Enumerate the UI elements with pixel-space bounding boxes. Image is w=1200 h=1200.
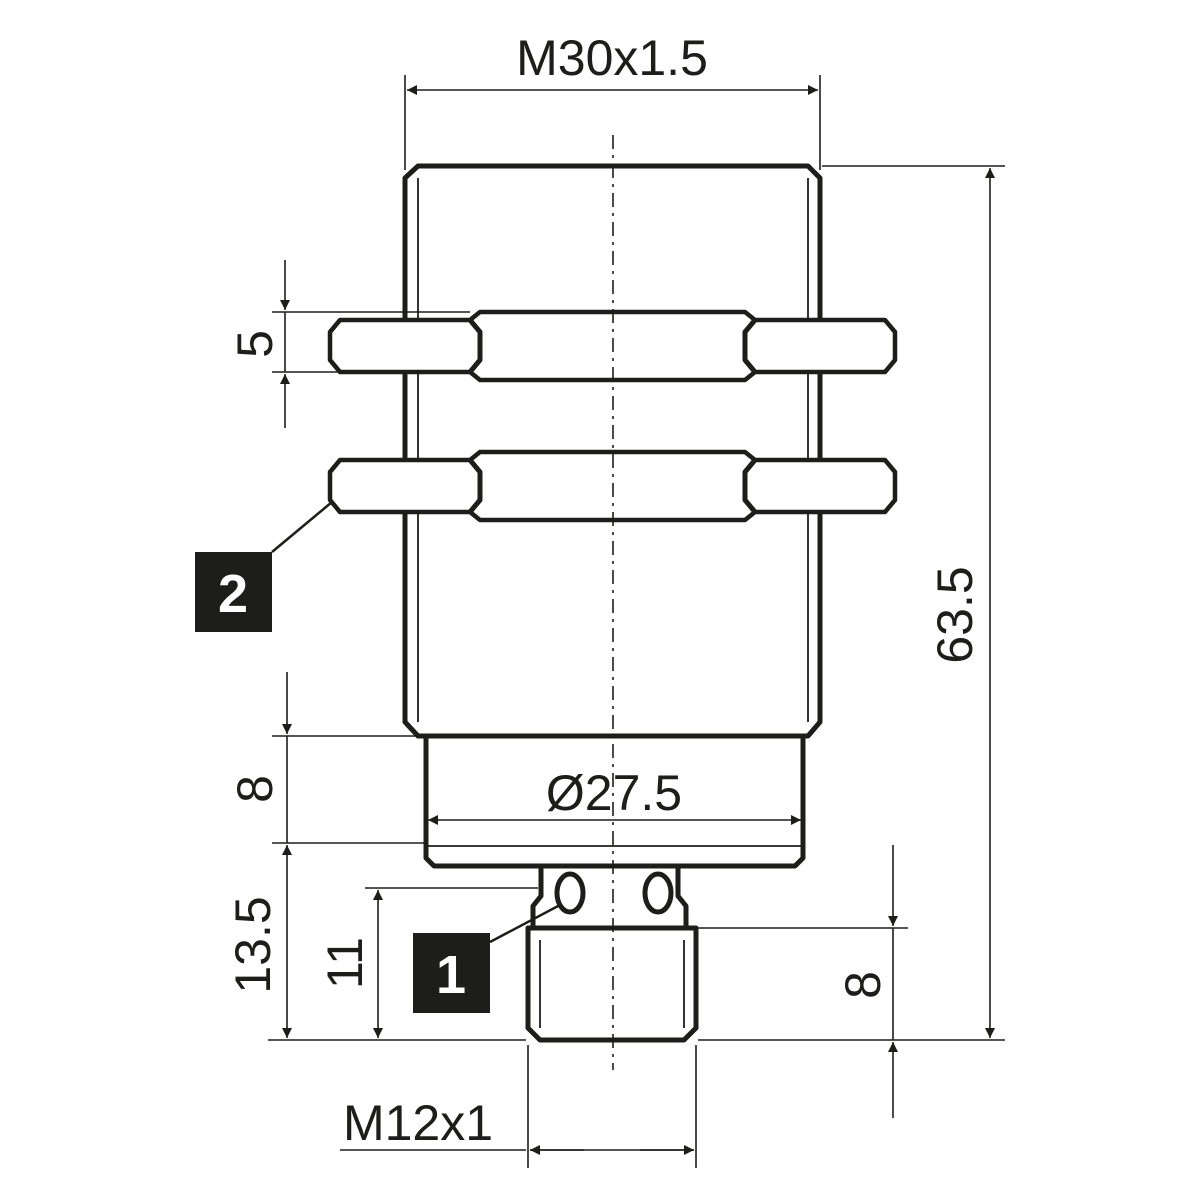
total-length-label: 63.5 xyxy=(927,566,983,663)
callout-nut: 2 xyxy=(195,501,333,632)
connector-offset-label: 13.5 xyxy=(225,896,281,993)
nut-thickness-label: 5 xyxy=(227,330,283,358)
callout-connector: 1 xyxy=(413,903,561,1013)
connector-plug xyxy=(525,866,699,1043)
callout-connector-badge xyxy=(413,933,490,1013)
dimension-total-length: 63.5 xyxy=(698,165,1005,1041)
callout-connector-number: 1 xyxy=(436,945,466,1005)
dimension-collar-diameter: Ø27.5 xyxy=(428,765,801,825)
dimension-connector-offset: 13.5 xyxy=(225,845,526,1041)
callout-nut-badge xyxy=(195,552,272,632)
collar-length-label: 8 xyxy=(227,775,283,803)
dimension-thread-main: M30x1.5 xyxy=(404,30,821,170)
dimension-collar-length: 8 xyxy=(227,672,424,844)
sensor-collar xyxy=(423,736,806,869)
thread-connector-label: M12x1 xyxy=(343,1095,493,1151)
dimension-nut-thickness: 5 xyxy=(227,260,470,428)
sensor-barrel xyxy=(402,163,823,739)
connector-thread-length-label: 8 xyxy=(835,971,891,999)
dimension-thread-connector: M12x1 xyxy=(340,1045,697,1168)
thread-main-label: M30x1.5 xyxy=(516,30,708,86)
dimension-connector-length: 11 xyxy=(317,887,538,1038)
connector-length-label: 11 xyxy=(317,937,373,989)
dimension-connector-thread: 8 xyxy=(688,845,908,1118)
callout-nut-number: 2 xyxy=(218,564,248,624)
collar-diameter-label: Ø27.5 xyxy=(546,765,682,821)
